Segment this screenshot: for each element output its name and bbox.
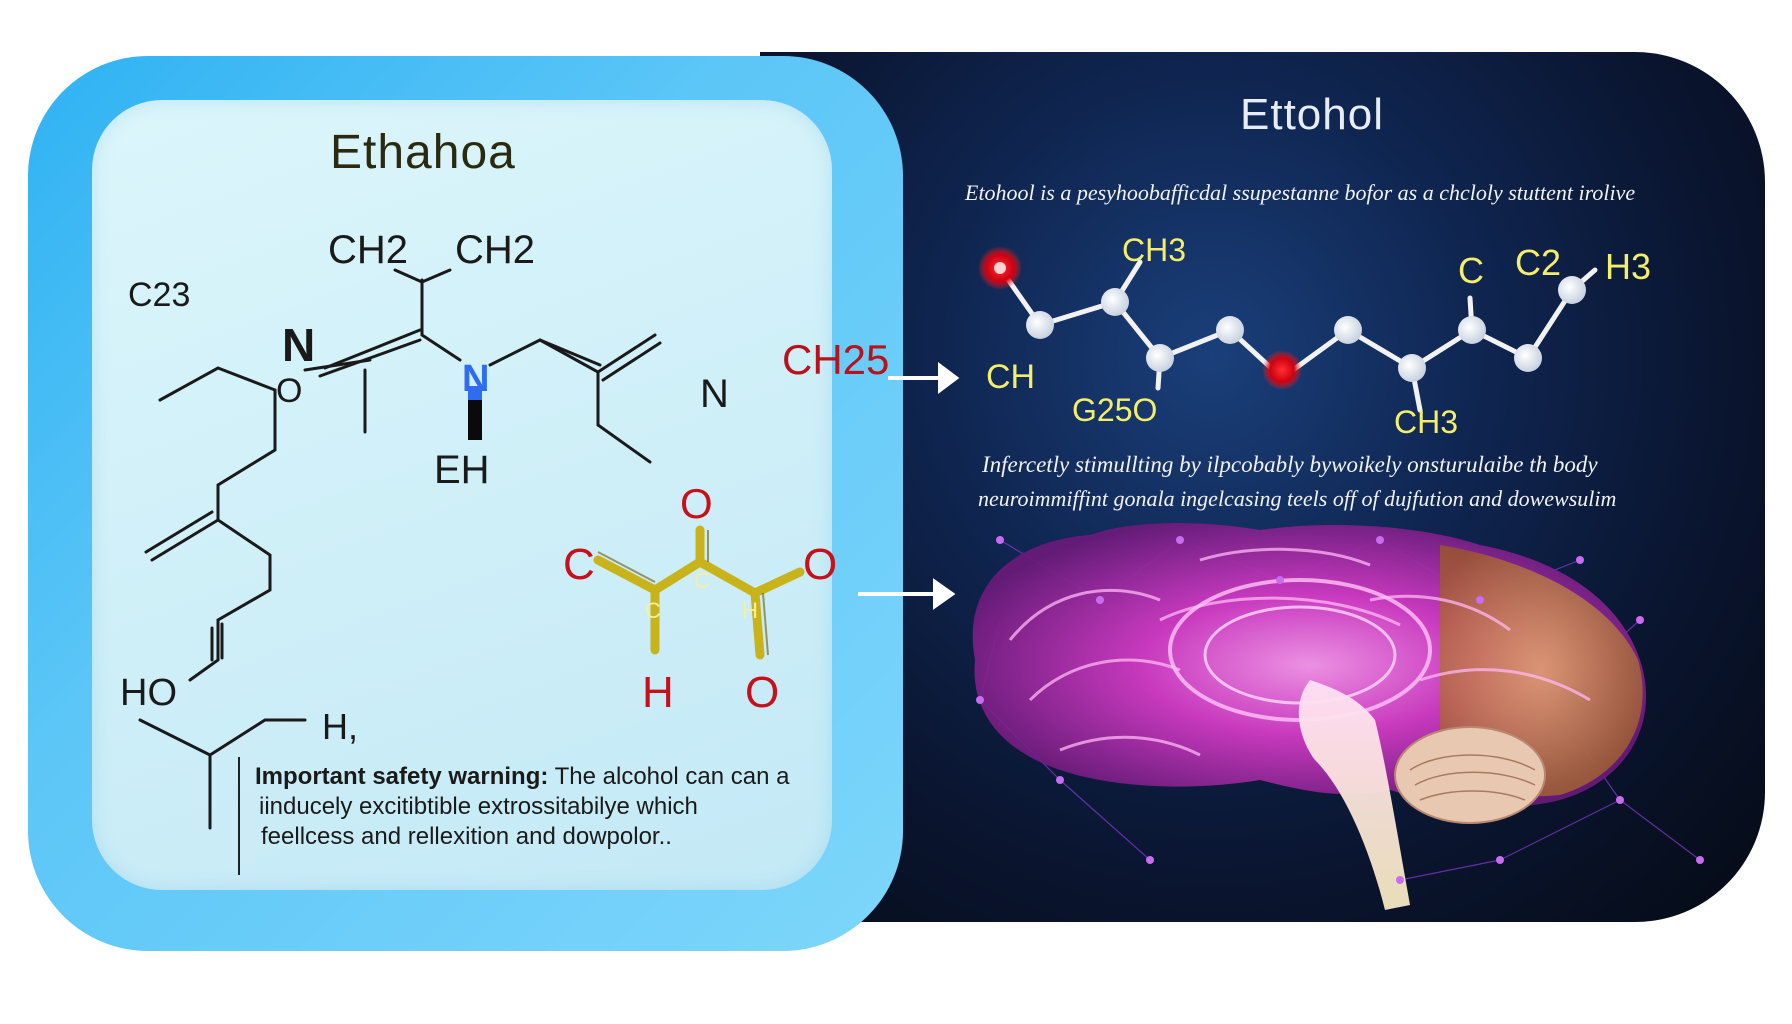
oxygen-atom-node <box>1262 350 1302 390</box>
warning-heading: Important safety warning: <box>255 763 549 790</box>
sm-label-c-mid-right: H <box>742 598 758 623</box>
label-n-right: N <box>700 372 729 416</box>
arrow-to-molecule <box>888 362 960 394</box>
brain-illustration <box>972 523 1704 910</box>
safety-warning: Important safety warning: The alcohol ca… <box>255 762 815 852</box>
effect-line-1: Infercetly stimullting by ilpcobably byw… <box>982 452 1598 477</box>
rm-label-ch-left: CH <box>986 358 1036 396</box>
rm-label-ch-bottom: CH3 <box>1394 404 1459 440</box>
warning-line-3: feellcess and rellexition and dowpolor.. <box>261 823 672 850</box>
sm-label-o-top: O <box>680 480 713 527</box>
warning-line-1: Important safety warning: The alcohol ca… <box>255 762 815 792</box>
right-title: Ettohol <box>1240 90 1384 139</box>
label-h-tail: H, <box>322 706 358 747</box>
sm-label-o-right: O <box>803 540 838 589</box>
label-n-blue: N <box>462 358 490 400</box>
sm-label-o-bottom: O <box>745 668 780 717</box>
right-description: Etohool is a pesyhoobafficdal ssupestann… <box>965 180 1636 205</box>
label-eh: EH <box>434 448 490 492</box>
label-ch2-a: CH2 <box>328 228 409 272</box>
label-c23: C23 <box>128 276 191 314</box>
label-ch2-b: CH2 <box>455 228 536 272</box>
warning-line-1-rest: The alcohol can can a <box>554 763 790 790</box>
right-molecule <box>978 246 1598 413</box>
sm-label-c-left: C <box>563 540 595 589</box>
label-o-ring: O <box>276 372 303 410</box>
warning-line-2: iinducely excitibtible extrossitabilye w… <box>259 793 698 820</box>
small-molecule <box>593 525 805 660</box>
rm-label-ch3-top: CH3 <box>1122 232 1187 268</box>
left-title: Ethahoa <box>330 126 516 179</box>
sm-label-c-center: C <box>694 568 710 593</box>
effect-line-2: neuroimmiffint gonala ingelcasing teels … <box>978 486 1617 511</box>
left-panel-card <box>92 100 832 890</box>
label-ch25: CH25 <box>782 336 890 383</box>
arrow-to-brain <box>858 578 956 610</box>
sm-label-c-mid-left: C <box>645 598 661 623</box>
rm-label-c2: C2 <box>1515 242 1562 283</box>
warning-rule <box>238 757 240 875</box>
sm-label-h-bottom: H <box>642 668 674 717</box>
label-n-bold: N <box>282 319 316 371</box>
rm-label-c-right: C <box>1458 250 1484 291</box>
label-ho: HO <box>120 672 177 714</box>
rm-label-h3: H3 <box>1605 246 1652 287</box>
left-molecule-skeleton <box>138 268 662 830</box>
n-bond-marker <box>468 392 482 440</box>
rm-label-g25o: G25O <box>1072 392 1158 428</box>
